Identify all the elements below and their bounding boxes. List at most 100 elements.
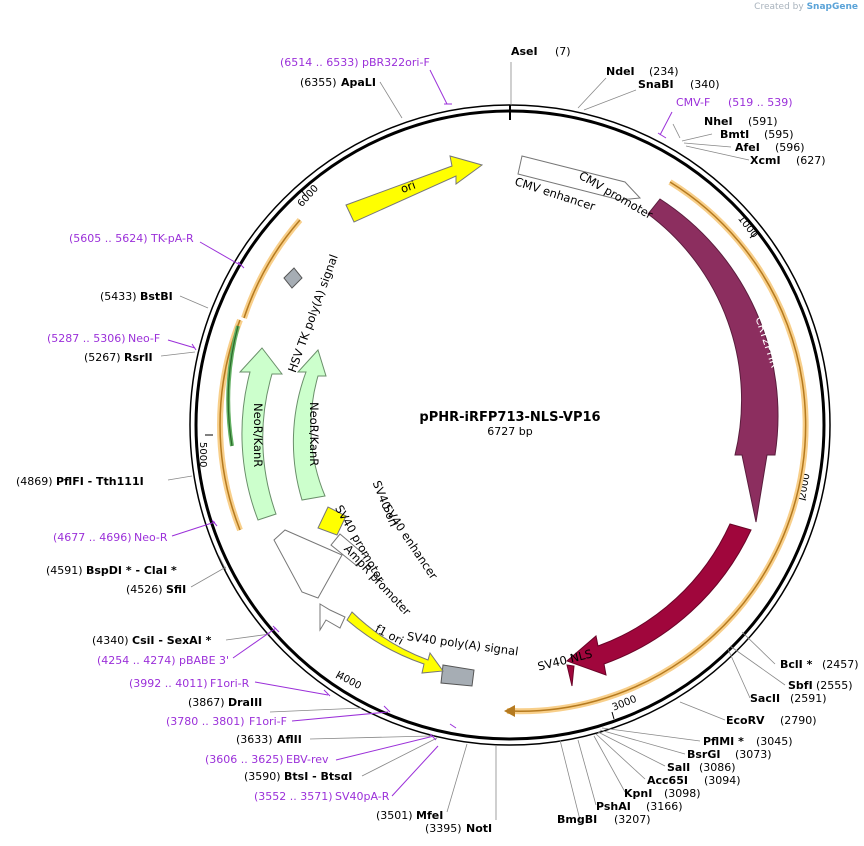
primer-ebv-rev-range: (3606 .. 3625) bbox=[205, 753, 284, 766]
plasmid-name: pPHR-iRFP713-NLS-VP16 bbox=[419, 410, 600, 425]
feature-hsv-tk-polya bbox=[283, 267, 303, 289]
site-pflmI-pos: (3045) bbox=[756, 735, 793, 748]
site-bsrgI-pos: (3073) bbox=[735, 748, 772, 761]
site-mfeI: MfeI bbox=[416, 809, 443, 822]
primer-tk-pa-r: TK-pA-R bbox=[150, 232, 194, 245]
primer-pbabe: pBABE 3' bbox=[179, 654, 229, 667]
label-ori: ori bbox=[399, 178, 418, 196]
site-rsrII: RsrII bbox=[124, 351, 153, 364]
site-sfiI: SfiI bbox=[166, 583, 186, 596]
label-neor-outer: NeoR/KanR bbox=[251, 403, 265, 467]
site-pflfI: PflFI - Tth111I bbox=[56, 475, 144, 488]
site-btsI-pos: (3590) bbox=[244, 770, 281, 783]
primer-pbabe-range: (4254 .. 4274) bbox=[97, 654, 176, 667]
primer-cmv-f-range: (519 .. 539) bbox=[728, 96, 793, 109]
site-pshaI-pos: (3166) bbox=[646, 800, 683, 813]
site-sacII: SacII bbox=[750, 692, 780, 705]
credit-prefix: Created by bbox=[754, 2, 804, 12]
feature-cmv bbox=[517, 155, 642, 201]
site-apalI-pos: (6355) bbox=[300, 76, 337, 89]
site-ndeI: NdeI bbox=[606, 65, 635, 78]
primer-cmv-f: CMV-F bbox=[676, 96, 710, 109]
site-bmgbI: BmgBI bbox=[557, 813, 597, 826]
site-bsrgI: BsrGI bbox=[687, 748, 720, 761]
site-rsrII-pos: (5267) bbox=[84, 351, 121, 364]
site-salI: SalI bbox=[667, 761, 690, 774]
primer-sv40pa-r-range: (3552 .. 3571) bbox=[254, 790, 333, 803]
primer-pbr322ori-f: pBR322ori-F bbox=[362, 56, 430, 69]
feature-sv40-promoter bbox=[273, 529, 343, 599]
site-bmtI-pos: (595) bbox=[764, 128, 794, 141]
primer-sv40pa-r: SV40pA-R bbox=[335, 790, 390, 803]
feature-f1-ori bbox=[346, 611, 444, 674]
site-kpnI: KpnI bbox=[624, 787, 652, 800]
tick-label-6000: 6000 bbox=[296, 183, 321, 209]
primer-neo-f: Neo-F bbox=[128, 332, 160, 345]
site-snabI: SnaBI bbox=[638, 78, 674, 91]
site-pflfI-pos: (4869) bbox=[16, 475, 53, 488]
primer-labels: (6514 .. 6533) pBR322ori-F CMV-F (519 ..… bbox=[47, 56, 793, 803]
site-nheI-pos: (591) bbox=[748, 115, 778, 128]
site-pshaI: PshAI bbox=[596, 800, 631, 813]
site-snabI-pos: (340) bbox=[690, 78, 720, 91]
primer-tk-pa-r-range: (5605 .. 5624) bbox=[69, 232, 148, 245]
site-bmtI: BmtI bbox=[720, 128, 749, 141]
site-ecorv-pos: (2790) bbox=[780, 714, 817, 727]
snapgene-logo-text: SnapGene bbox=[806, 2, 858, 12]
site-bstbI-pos: (5433) bbox=[100, 290, 137, 303]
site-pflmI: PflMI * bbox=[703, 735, 744, 748]
primer-neo-f-range: (5287 .. 5306) bbox=[47, 332, 126, 345]
site-notI: NotI bbox=[466, 822, 492, 835]
tick-label-1000: 1000 bbox=[735, 214, 759, 241]
primer-neo-r: Neo-R bbox=[134, 531, 168, 544]
site-sbfI: SbfI bbox=[788, 679, 813, 692]
site-salI-pos: (3086) bbox=[699, 761, 736, 774]
primer-f1ori-f-range: (3780 .. 3801) bbox=[166, 715, 245, 728]
site-bclI-pos: (2457) bbox=[822, 658, 859, 671]
site-xcmI-pos: (627) bbox=[796, 154, 826, 167]
site-ndeI-pos: (234) bbox=[649, 65, 679, 78]
primer-f1ori-r-range: (3992 .. 4011) bbox=[129, 677, 208, 690]
site-mfeI-pos: (3501) bbox=[376, 809, 413, 822]
site-btsI: BtsI - BtsαI bbox=[284, 770, 352, 783]
label-neor-inner: NeoR/KanR bbox=[307, 402, 321, 466]
site-aflII-pos: (3633) bbox=[236, 733, 273, 746]
site-kpnI-pos: (3098) bbox=[664, 787, 701, 800]
feature-sv40-ori bbox=[317, 506, 347, 536]
site-afeI: AfeI bbox=[735, 141, 760, 154]
label-sv40-ori: SV40 ori bbox=[370, 479, 401, 529]
primer-lines bbox=[167, 69, 673, 797]
primer-neo-r-range: (4677 .. 4696) bbox=[53, 531, 132, 544]
site-bspdI: BspDI * - ClaI * bbox=[86, 564, 177, 577]
site-nheI: NheI bbox=[704, 115, 733, 128]
feature-ampr-promoter bbox=[319, 603, 346, 632]
site-sbfI-pos: (2555) bbox=[816, 679, 853, 692]
site-acc65I: Acc65I bbox=[647, 774, 688, 787]
feature-sv40-enhancer bbox=[330, 533, 367, 567]
label-sv40-polya: SV40 poly(A) signal bbox=[406, 629, 519, 658]
feature-neor-inner bbox=[292, 349, 327, 501]
site-xcmI: XcmI bbox=[750, 154, 781, 167]
site-acc65I-pos: (3094) bbox=[704, 774, 741, 787]
site-sfiI-pos: (4526) bbox=[126, 583, 163, 596]
primer-pbr322ori-f-range: (6514 .. 6533) bbox=[280, 56, 359, 69]
site-bmgbI-pos: (3207) bbox=[614, 813, 651, 826]
site-apalI: ApaLI bbox=[341, 76, 376, 89]
primer-ebv-rev: EBV-rev bbox=[286, 753, 329, 766]
site-bspdI-pos: (4591) bbox=[46, 564, 83, 577]
site-bclI: BclI * bbox=[780, 658, 813, 671]
feature-cry2phr bbox=[647, 198, 779, 523]
site-aseI: AseI bbox=[511, 45, 538, 58]
orf-arcs bbox=[217, 179, 809, 717]
label-cmv-promoter: CMV promoter bbox=[576, 168, 655, 222]
feature-ori bbox=[345, 155, 484, 223]
label-sv40-nls: SV40 NLS bbox=[536, 646, 593, 673]
feature-irfp713 bbox=[566, 523, 752, 676]
site-labels: AseI (7) NdeI (234) SnaBI (340) NheI (59… bbox=[16, 45, 859, 835]
site-ecorv: EcoRV bbox=[726, 714, 765, 727]
feature-sv40-polya bbox=[440, 664, 475, 687]
site-csiI-pos: (4340) bbox=[92, 634, 129, 647]
feature-neor-outer bbox=[238, 347, 284, 521]
site-afeI-pos: (596) bbox=[775, 141, 805, 154]
